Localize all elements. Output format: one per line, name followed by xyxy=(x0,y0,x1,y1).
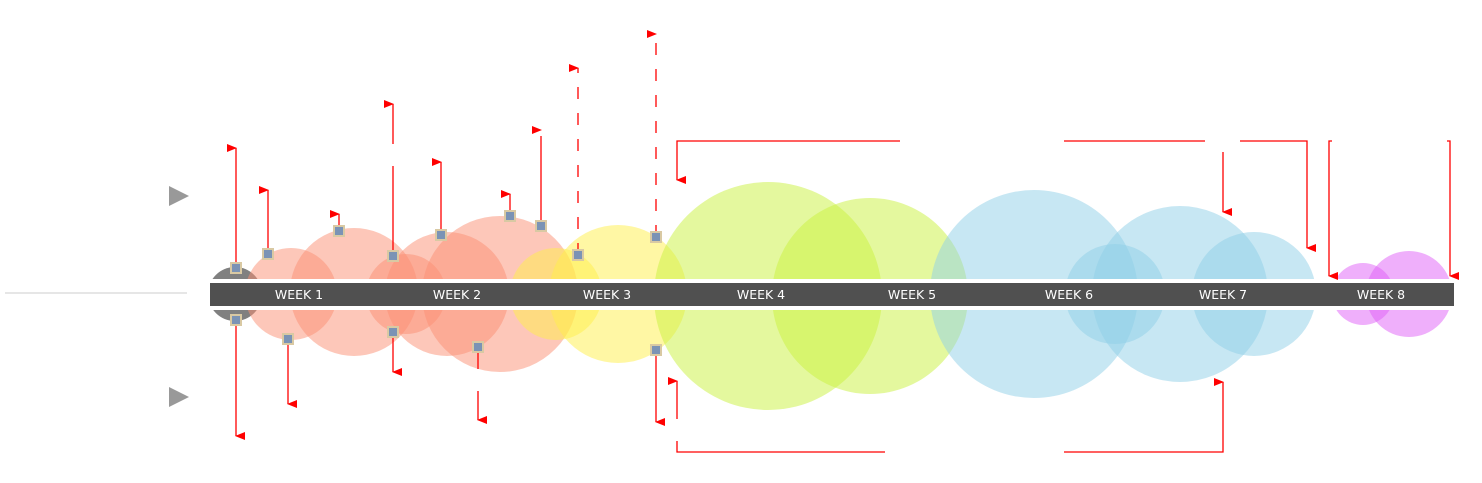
anchor-marker xyxy=(472,341,484,353)
timeline-bar-fill xyxy=(210,283,1454,306)
marker-layer xyxy=(230,210,662,356)
anchor-marker xyxy=(650,231,662,243)
connector-arrow xyxy=(1447,140,1459,280)
anchor-marker xyxy=(230,262,242,274)
lower-play-icon[interactable] xyxy=(169,387,189,407)
week-label: WEEK 5 xyxy=(888,287,936,302)
connector-arrow xyxy=(1064,378,1224,453)
week-label: WEEK 6 xyxy=(1045,287,1093,302)
anchor-marker xyxy=(262,248,274,260)
anchor-marker xyxy=(535,220,547,232)
week-label: WEEK 8 xyxy=(1357,287,1405,302)
anchor-marker xyxy=(282,333,294,345)
connector-line xyxy=(676,441,885,453)
timeline-bar xyxy=(208,279,1456,310)
week-label: WEEK 4 xyxy=(737,287,785,302)
week-label: WEEK 7 xyxy=(1199,287,1247,302)
connector-arrow xyxy=(1328,140,1338,280)
connector-arrow xyxy=(1240,140,1316,252)
week-label: WEEK 3 xyxy=(583,287,631,302)
week-label: WEEK 2 xyxy=(433,287,481,302)
connector-arrow xyxy=(676,140,900,184)
anchor-marker xyxy=(435,229,447,241)
week-label-layer: WEEK 1 WEEK 2 WEEK 3 WEEK 4 WEEK 5 WEEK 6 WEEK… xyxy=(275,287,1405,302)
week-label: WEEK 1 xyxy=(275,287,323,302)
anchor-marker xyxy=(650,344,662,356)
arrow-layer xyxy=(227,30,1459,453)
anchor-marker xyxy=(572,249,584,261)
anchor-marker xyxy=(387,326,399,338)
anchor-marker xyxy=(504,210,516,222)
upper-play-icon[interactable] xyxy=(169,186,189,206)
anchor-marker xyxy=(230,314,242,326)
anchor-marker xyxy=(333,225,345,237)
anchor-marker xyxy=(387,250,399,262)
